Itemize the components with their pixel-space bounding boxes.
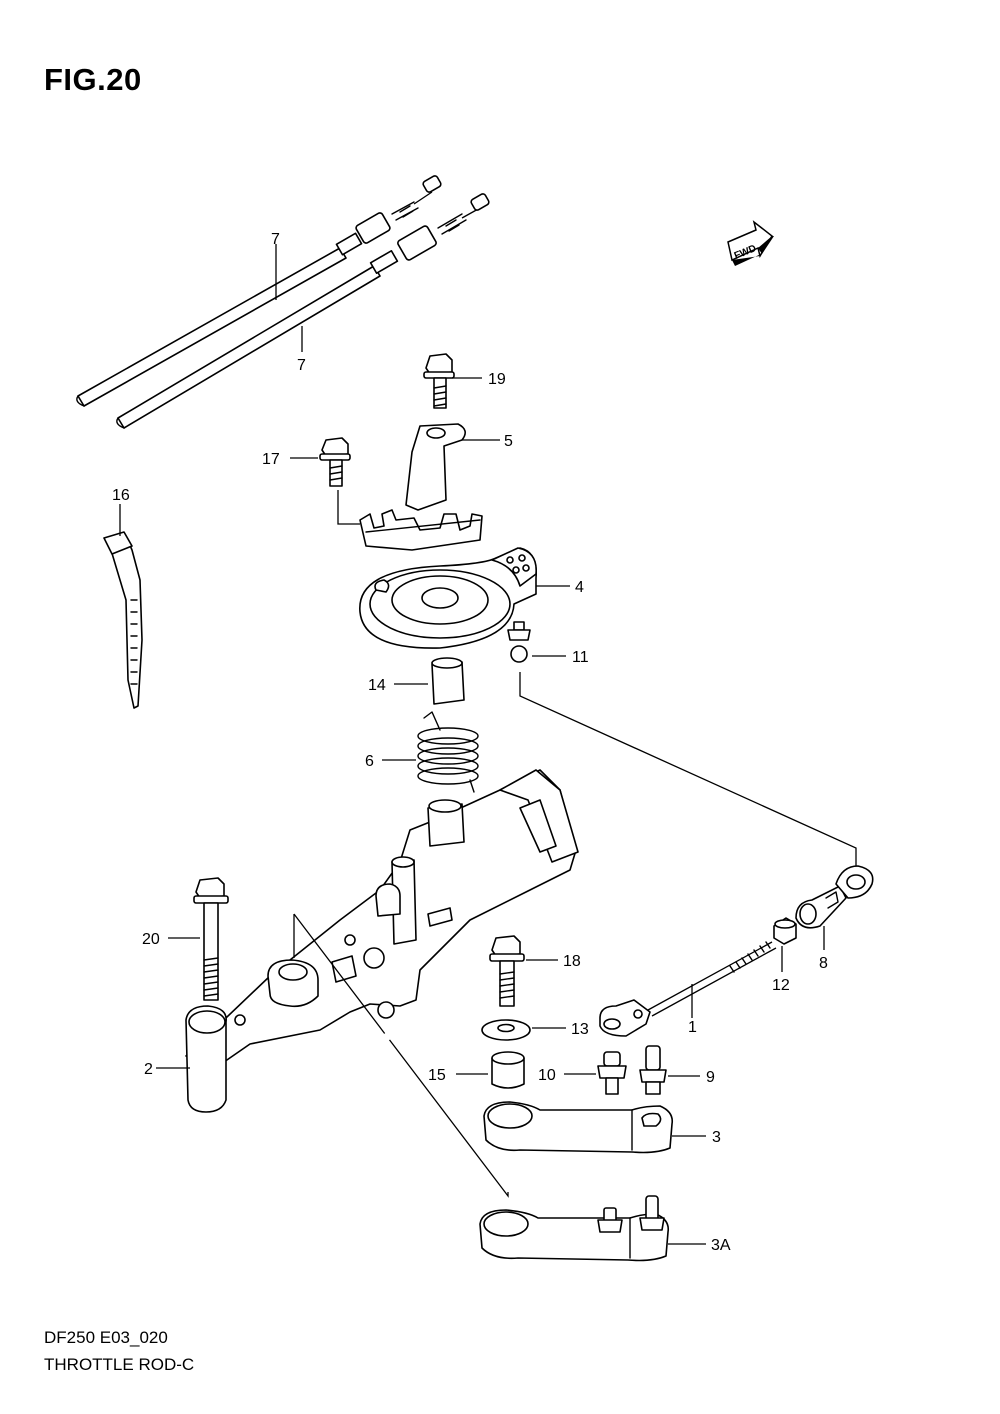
fwd-arrow-icon: FWD (727, 220, 774, 266)
callout-11: 11 (572, 649, 589, 666)
part-19-bolt (423, 353, 455, 409)
callout-7-lower: 7 (297, 357, 306, 374)
part-13-washer (481, 1019, 531, 1041)
part-20-bolt (193, 877, 229, 1001)
part-17-bolt (319, 437, 351, 487)
part-10-stud (597, 1051, 627, 1095)
part-4-throttle-cam (359, 547, 537, 649)
part-14-collar (431, 657, 465, 705)
callout-4: 4 (575, 579, 584, 596)
part-7-cable-upper (76, 175, 442, 407)
callout-16: 16 (112, 487, 130, 504)
callout-2: 2 (144, 1061, 153, 1078)
part-12-nut (773, 917, 797, 945)
figure-name: THROTTLE ROD-C (44, 1355, 195, 1374)
callout-5: 5 (504, 433, 513, 450)
callout-3: 3 (712, 1129, 721, 1146)
part-5-cable-clamp (359, 423, 483, 551)
part-8-rod-end (795, 865, 874, 929)
callout-15: 15 (428, 1067, 446, 1084)
part-7-cable-lower (116, 193, 490, 429)
callout-8: 8 (819, 955, 828, 972)
part-9-pin (639, 1045, 667, 1095)
part-11-ball-stud (507, 621, 531, 663)
callout-6: 6 (365, 753, 374, 770)
callout-12: 12 (772, 977, 790, 994)
part-6-torsion-spring (417, 711, 479, 793)
figure-title: FIG.20 (44, 62, 142, 97)
callout-7-upper: 7 (271, 231, 280, 248)
part-15-collar (491, 1051, 525, 1089)
part-2-throttle-bracket (185, 769, 579, 1113)
callout-3a: 3A (711, 1237, 731, 1254)
part-1-throttle-rod (599, 941, 777, 1037)
callout-17: 17 (262, 451, 280, 468)
figure-code: DF250 E03_020 (44, 1328, 168, 1347)
callout-19: 19 (488, 371, 506, 388)
callout-18: 18 (563, 953, 581, 970)
callout-14: 14 (368, 677, 386, 694)
part-3a-lever-assembly (479, 1195, 670, 1262)
part-3-lever (483, 1101, 674, 1154)
callout-1: 1 (688, 1019, 697, 1036)
callout-13: 13 (571, 1021, 589, 1038)
callout-10: 10 (538, 1067, 556, 1084)
callout-20: 20 (142, 931, 160, 948)
callout-9: 9 (706, 1069, 715, 1086)
part-18-bolt (489, 935, 525, 1007)
part-16-cable-tie (103, 531, 143, 709)
